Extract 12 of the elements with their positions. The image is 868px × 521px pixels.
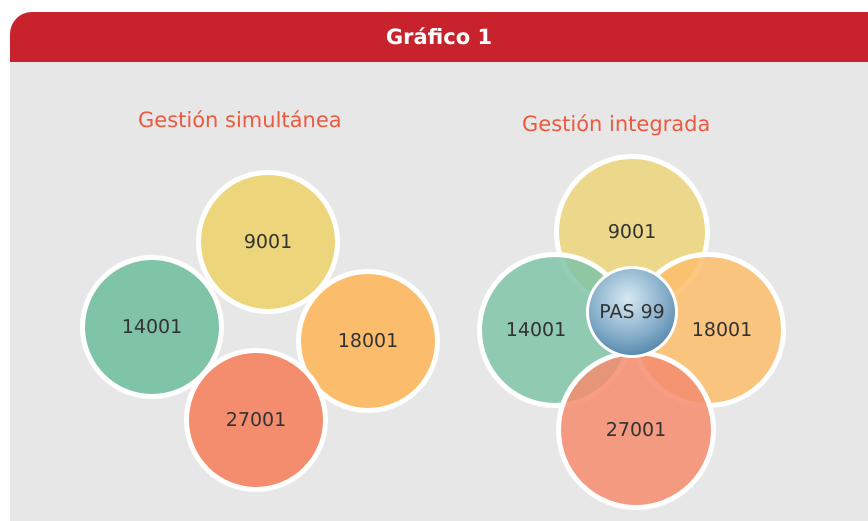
circle-label: 18001 — [338, 330, 398, 352]
circle-label: PAS 99 — [599, 301, 665, 323]
circle-label: 14001 — [506, 319, 566, 341]
circle-label: 9001 — [244, 231, 292, 253]
circle-label: 14001 — [122, 316, 182, 338]
section-heading: Gestión simultánea — [138, 108, 342, 132]
title: Gráfico 1 — [384, 24, 494, 51]
circle-label: 18001 — [692, 319, 752, 341]
circle-label: 27001 — [606, 419, 666, 441]
section-heading: Gestión integrada — [522, 112, 710, 136]
circle-label: 9001 — [608, 221, 656, 243]
circle-label: 27001 — [226, 409, 286, 431]
